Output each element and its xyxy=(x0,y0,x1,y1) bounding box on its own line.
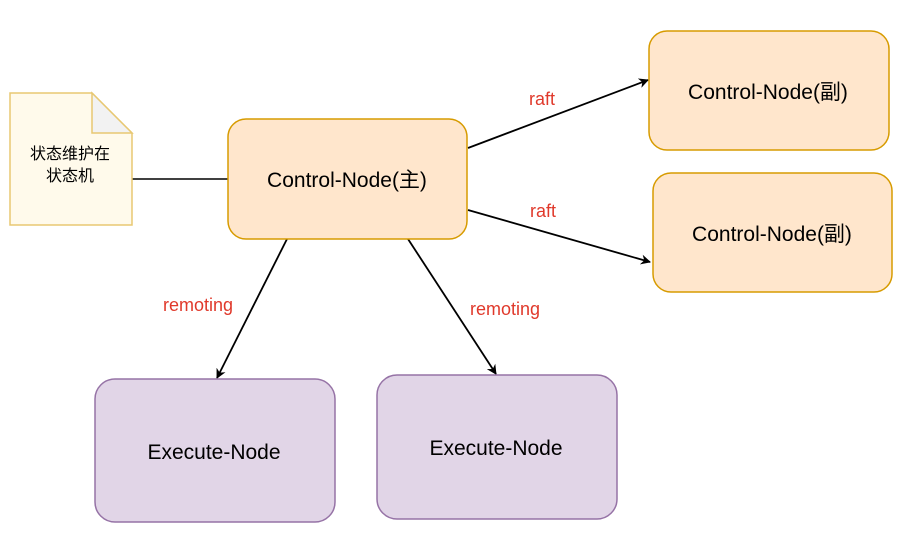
remoting-edge-1 xyxy=(216,238,288,379)
remoting-label-1: remoting xyxy=(163,295,233,315)
execute-node-1-box[interactable] xyxy=(94,378,336,523)
execute-node-2-label: Execute-Node xyxy=(429,437,562,460)
control-node-replica-1-label: Control-Node(副) xyxy=(688,81,848,104)
remoting-label-2: remoting xyxy=(470,299,540,319)
execute-node-2-box[interactable] xyxy=(376,374,618,520)
control-node-replica-2[interactable]: Control-Node(副) xyxy=(652,172,893,293)
note-line-1: 状态维护在 xyxy=(30,144,110,163)
execute-node-1-label: Execute-Node xyxy=(147,441,280,464)
state-machine-note: 状态维护在 状态机 xyxy=(9,91,134,226)
control-node-master[interactable]: Control-Node(主) xyxy=(227,118,468,240)
control-node-master-box[interactable] xyxy=(227,118,468,240)
control-node-replica-2-label: Control-Node(副) xyxy=(692,223,852,246)
raft-edge-1 xyxy=(467,78,649,149)
control-node-replica-1-box[interactable] xyxy=(648,30,890,151)
execute-node-1[interactable]: Execute-Node xyxy=(94,378,336,523)
note-fold xyxy=(91,91,134,134)
execute-node-2[interactable]: Execute-Node xyxy=(376,374,618,520)
remoting-edge-2 xyxy=(407,238,497,375)
control-node-master-label: Control-Node(主) xyxy=(267,169,427,192)
control-node-replica-1[interactable]: Control-Node(副) xyxy=(648,30,890,151)
note-line-2: 状态机 xyxy=(46,166,94,185)
raft-edge-2 xyxy=(467,209,651,265)
raft-label-2: raft xyxy=(530,201,556,221)
control-node-replica-2-box[interactable] xyxy=(652,172,893,293)
raft-label-1: raft xyxy=(529,89,555,109)
